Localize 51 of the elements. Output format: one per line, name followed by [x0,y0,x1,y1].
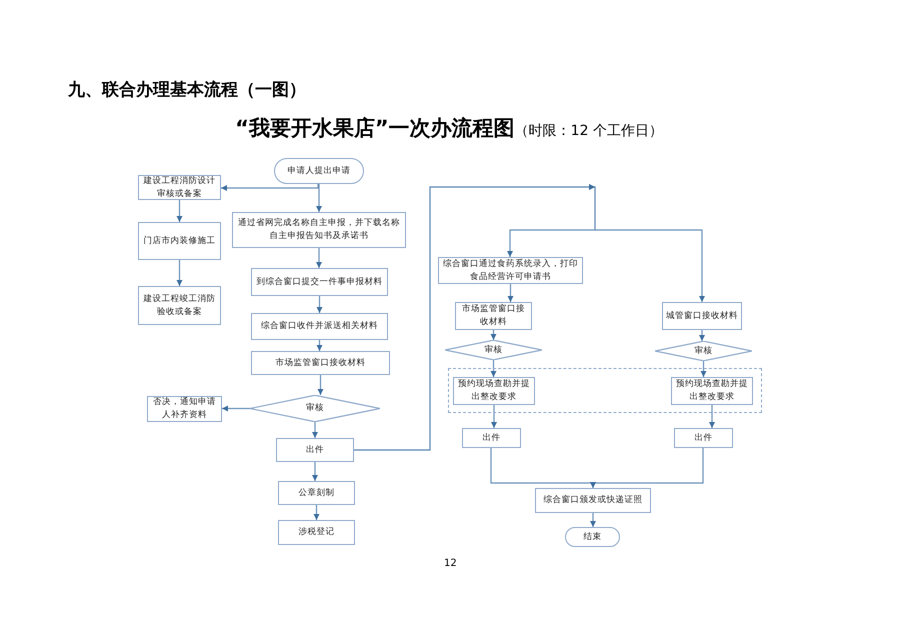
connector-arrow [316,248,322,268]
dashed-group-box [448,368,762,413]
process-box: 城管窗口接收材料 [662,302,742,330]
connector-arrow [316,340,322,351]
process-box: 出件 [462,428,521,448]
process-box: 出件 [674,428,733,448]
connector-arrow [709,405,715,428]
process-box: 门店市内装修施工 [138,222,221,260]
connector-arrow [354,184,705,451]
connector-arrow [314,505,320,520]
connector-arrow [221,184,319,191]
connector-arrow [699,330,705,341]
process-box: 否决，通知申请人补齐资料 [147,396,222,422]
terminal-box: 申请人提出申请 [274,158,364,184]
process-box: 公章刻制 [278,481,355,505]
connector-arrow [312,462,318,481]
connector-arrow [590,513,596,527]
process-box: 市场监管窗口接收材料 [251,351,390,375]
decision-diamond: 审核 [655,341,752,361]
diagram-title: “我要开水果店”一次办流程图 [235,116,515,140]
time-limit-note: （时限：12 个工作日） [514,123,663,139]
connector-arrow [312,422,318,438]
process-box: 综合窗口颁发或快递证照 [535,488,651,513]
connector-arrow [508,284,514,302]
connector-arrow [590,448,704,488]
process-box: 通过省网完成名称自主申报，并下载名称自主申报告知书及承诺书 [232,212,406,248]
connector-arrow [316,184,322,212]
process-box: 出件 [276,438,354,462]
process-box: 市场监管窗口接收材料 [455,302,532,330]
connector-arrow [222,406,250,412]
connector-arrow [491,405,497,428]
connector-arrow [490,360,496,377]
connector-arrow [176,200,182,222]
process-box: 到综合窗口提交一件事申报材料 [251,268,388,296]
page-number: 12 [444,558,457,569]
section-heading: 九、联合办理基本流程（一图） [68,79,306,101]
process-box: 预约现场查勘并提出整改要求 [671,377,753,405]
process-box: 涉税登记 [278,520,355,545]
process-box: 建设工程竣工消防验收或备案 [138,286,221,325]
process-box: 综合窗口通过食药系统录入，打印食品经营许可申请书 [438,257,583,284]
process-box: 建设工程消防设计审核或备案 [138,175,221,200]
terminal-box: 结束 [565,527,620,547]
process-box: 综合窗口收件并派送相关材料 [251,313,388,340]
connector-arrow [700,361,706,377]
connector-arrow [176,260,182,286]
connector-arrow [316,296,322,313]
connector-arrow [490,330,496,340]
process-box: 预约现场查勘并提出整改要求 [453,377,535,405]
connector-arrow [318,375,324,395]
decision-diamond: 审核 [445,340,542,360]
decision-diamond: 审核 [250,395,380,422]
